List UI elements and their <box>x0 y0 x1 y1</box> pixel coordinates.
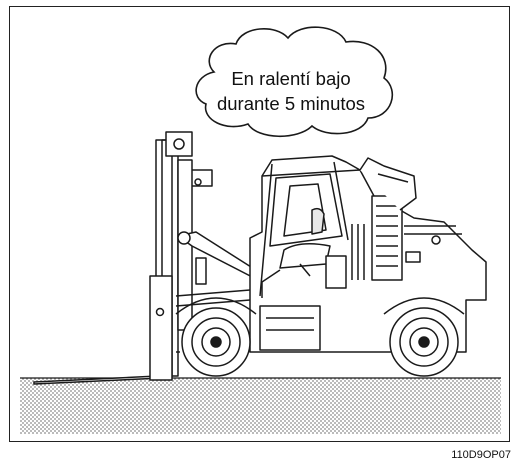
ground-area <box>20 378 501 434</box>
bubble-line-1: En ralentí bajo <box>206 66 376 91</box>
bubble-text: En ralentí bajo durante 5 minutos <box>206 66 376 116</box>
forklift <box>34 132 486 384</box>
figure-code: 110D9OP07 <box>451 449 511 461</box>
bubble-line-2: durante 5 minutos <box>206 91 376 116</box>
